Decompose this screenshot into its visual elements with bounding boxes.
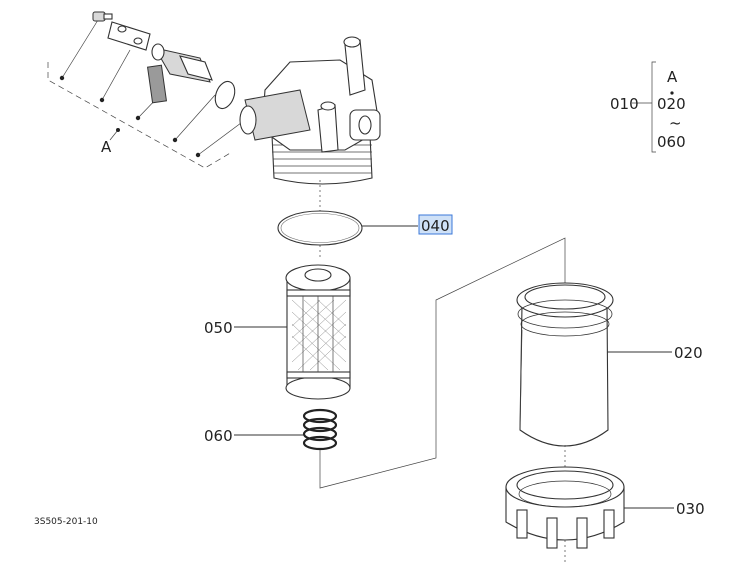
assembly-link-line (319, 237, 566, 489)
callout-010[interactable]: 010 (610, 95, 639, 113)
screw-part (92, 11, 113, 22)
ref-dot (135, 115, 141, 121)
ref-dot (172, 137, 178, 143)
group-ref-label: A (667, 68, 678, 86)
filter-head-part (239, 36, 381, 185)
exploded-ref-label: A (101, 138, 112, 156)
callout-030[interactable]: 030 (676, 500, 705, 518)
o-ring-part (277, 210, 363, 246)
group-from-label: 020 (657, 95, 686, 113)
filter-element-part (285, 264, 351, 400)
callout-040[interactable]: 040 (421, 217, 450, 235)
valve-lever-part (146, 43, 213, 104)
callout-050[interactable]: 050 (204, 319, 233, 337)
ref-dot (195, 152, 201, 158)
ref-dot (116, 128, 120, 132)
subassembly-a: A (47, 11, 246, 169)
group-to-label: 060 (657, 133, 686, 151)
group-bracket: 010 A 020 ~ 060 (610, 61, 686, 153)
bowl-part (516, 282, 614, 447)
callout-020[interactable]: 020 (674, 344, 703, 362)
callout-040-highlight (418, 214, 453, 235)
spring-part (302, 408, 338, 451)
gasket-plate-part (107, 21, 151, 51)
drawing-id: 3S505-201-10 (34, 517, 98, 527)
ring-nut-part (505, 466, 625, 549)
ref-dot (99, 97, 105, 103)
ref-dot (59, 75, 65, 81)
small-o-ring-part (214, 80, 236, 110)
group-dot (670, 91, 674, 95)
callout-060[interactable]: 060 (204, 427, 233, 445)
subassembly-bracket (47, 62, 233, 169)
group-range-sep: ~ (669, 114, 682, 132)
